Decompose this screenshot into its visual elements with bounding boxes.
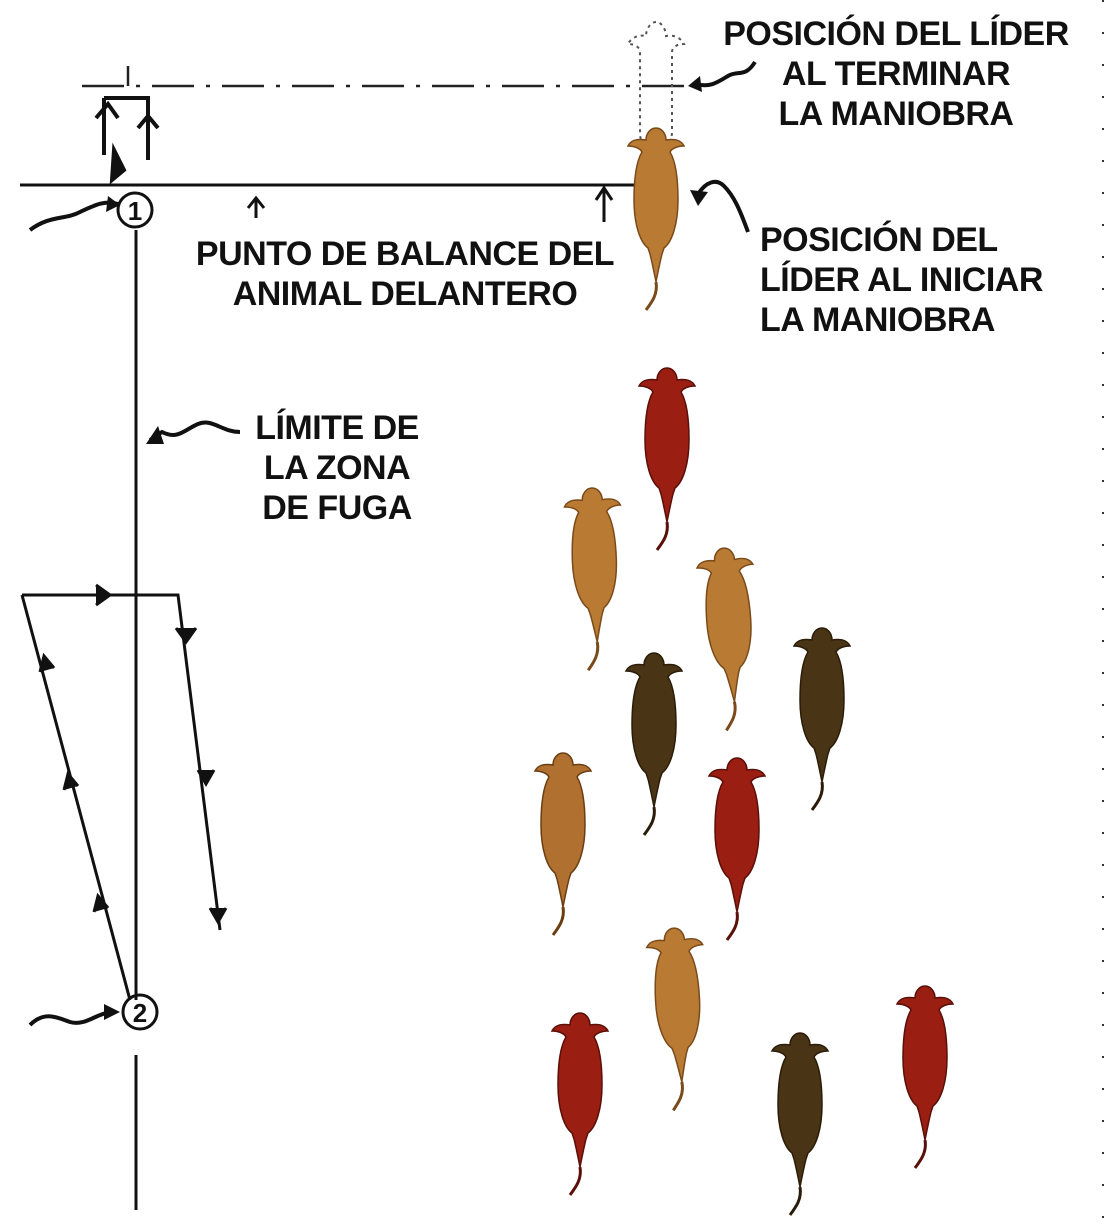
- handler-figure-icon: [94, 96, 160, 185]
- balance-point-line-2: ANIMAL DELANTERO: [232, 275, 578, 313]
- dotted-cow-outline-icon: [626, 20, 686, 168]
- cow-icon: [694, 544, 766, 734]
- leader-end-squiggle: [695, 60, 757, 88]
- flight-zone-line-1: LÍMITE DE: [255, 409, 419, 447]
- arrow-icon: [106, 196, 120, 212]
- leader-start-line-1: POSICIÓN DEL: [760, 221, 998, 259]
- cow-icon: [562, 485, 628, 673]
- balance-arrow-left: [246, 195, 266, 218]
- leader-end-line-2: AL TERMINAR: [781, 55, 1011, 93]
- balance-point-line-1: PUNTO DE BALANCE DEL: [195, 235, 615, 273]
- cow-icon: [707, 756, 767, 942]
- squiggle-arrow-2: [28, 1010, 111, 1027]
- leader-end-line-1: POSICIÓN DEL LÍDER: [723, 15, 1069, 53]
- cow-icon: [550, 1011, 610, 1197]
- arrow-icon: [104, 1004, 120, 1020]
- leader-start-line-3: LA MANIOBRA: [760, 301, 995, 339]
- balance-arrow-right: [594, 185, 614, 222]
- position-2-label: 2: [133, 998, 147, 1028]
- leader-start-arrow: [696, 179, 750, 233]
- balance-point-label: PUNTO DE BALANCE DEL ANIMAL DELANTERO: [180, 234, 630, 314]
- squiggle-arrow-1: [28, 200, 119, 232]
- cow-icon: [895, 984, 955, 1170]
- flight-zone-squiggle: [148, 420, 241, 442]
- position-1-label: 1: [128, 196, 142, 226]
- position-1-marker: [116, 191, 154, 229]
- flight-zone-line-3: DE FUGA: [262, 489, 412, 527]
- leader-end-label: POSICIÓN DEL LÍDER AL TERMINAR LA MANIOB…: [706, 14, 1086, 134]
- position-2-marker: [121, 993, 159, 1031]
- leader-end-line-3: LA MANIOBRA: [778, 95, 1015, 133]
- flight-zone-label: LÍMITE DE LA ZONA DE FUGA: [232, 408, 442, 528]
- handler-circuit-path: [20, 583, 228, 1001]
- leader-start-label: POSICIÓN DEL LÍDER AL INICIAR LA MANIOBR…: [760, 220, 1043, 340]
- cow-icon: [637, 366, 697, 552]
- cow-leader: [626, 126, 686, 312]
- leader-start-line-2: LÍDER AL INICIAR: [760, 261, 1043, 299]
- arrow-icon: [146, 426, 164, 444]
- arrow-icon: [688, 76, 702, 92]
- cow-icon: [624, 651, 684, 837]
- cow-icon: [644, 925, 713, 1113]
- flight-zone-line-2: LA ZONA: [263, 449, 411, 487]
- cow-icon: [792, 626, 852, 812]
- arrow-icon: [690, 190, 708, 206]
- cow-icon: [533, 751, 593, 937]
- cow-icon: [770, 1031, 830, 1217]
